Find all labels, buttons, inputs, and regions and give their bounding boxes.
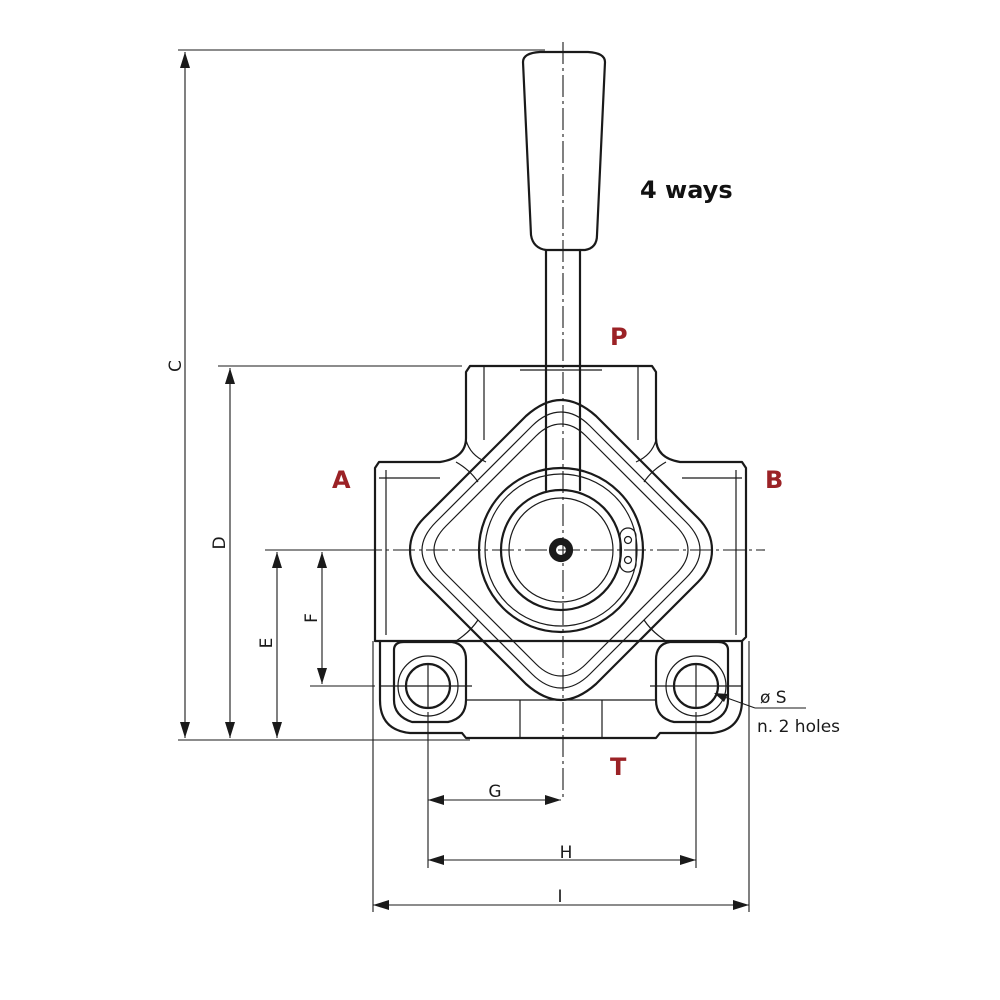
- dimension-label-c: C: [166, 360, 186, 372]
- port-label-t: T: [610, 753, 627, 781]
- dimension-label-g: G: [488, 782, 501, 802]
- dimension-e: E: [257, 552, 282, 738]
- diagram-title: 4 ways: [640, 176, 733, 204]
- hole-diameter-label: ø S: [760, 688, 787, 708]
- dimension-label-d: D: [210, 536, 230, 549]
- extension-lines: [178, 49, 750, 912]
- hole-count-label: n. 2 holes: [757, 717, 840, 737]
- dimension-label-i: I: [557, 887, 562, 907]
- dimension-f: F: [302, 552, 327, 684]
- dimension-label-e: E: [257, 638, 277, 649]
- dimension-label-h: H: [560, 843, 573, 863]
- dimension-label-f: F: [302, 613, 322, 623]
- dimension-g: G: [428, 782, 561, 805]
- dimension-c: C: [166, 52, 190, 738]
- dimension-h: H: [428, 843, 696, 865]
- port-label-p: P: [610, 323, 628, 351]
- port-label-a: A: [332, 466, 351, 494]
- center-lines: [360, 42, 765, 800]
- dimension-i: I: [373, 887, 749, 910]
- port-label-b: B: [765, 466, 783, 494]
- hole-callout: ø S n. 2 holes: [714, 688, 840, 737]
- dimension-d: D: [210, 368, 235, 738]
